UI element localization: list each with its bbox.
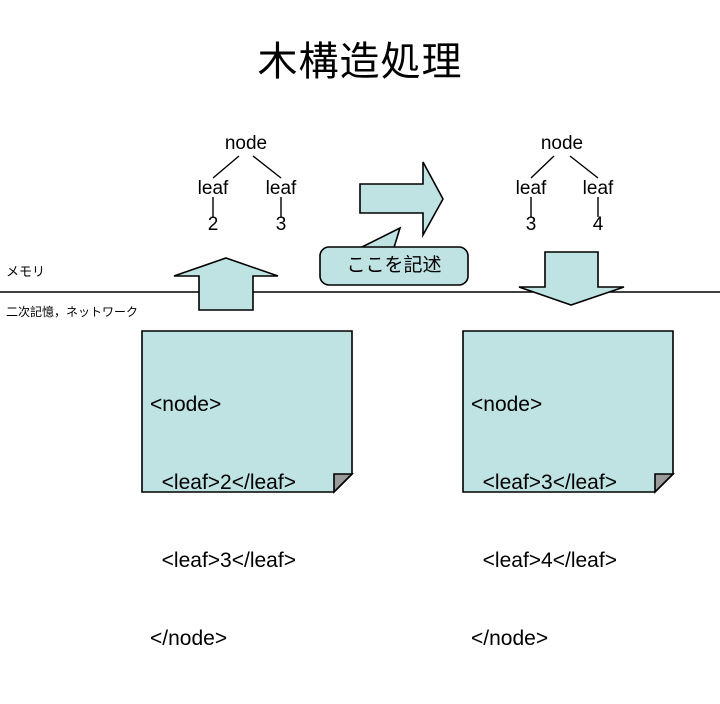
up-arrow-icon: [173, 257, 279, 311]
left-code-box: [141, 330, 354, 494]
memory-layer-label: メモリ: [6, 265, 46, 280]
left-tree-root-label: node: [224, 133, 268, 154]
right-tree-root-label: node: [540, 133, 584, 154]
right-code-line-0: <node>: [471, 393, 543, 416]
storage-layer-label: 二次記憶，ネットワーク: [6, 305, 139, 319]
left-tree-child-1-label: leaf: [265, 178, 297, 199]
callout-bubble: [319, 226, 469, 286]
left-tree-value-0: 2: [207, 214, 219, 235]
right-code-line-1: <leaf>3</leaf>: [471, 471, 617, 494]
left-code-line-1: <leaf>2</leaf>: [150, 471, 296, 494]
down-arrow-icon: [518, 251, 625, 306]
left-code-line-2: <leaf>3</leaf>: [150, 549, 296, 572]
slide-canvas: 木構造処理: [0, 39, 720, 650]
right-tree-child-0-label: leaf: [515, 178, 547, 199]
right-code-text: <node> <leaf>3</leaf> <leaf>4</leaf> </n…: [471, 340, 617, 704]
right-tree-child-1-label: leaf: [582, 178, 614, 199]
left-tree-value-1: 3: [275, 214, 287, 235]
right-code-box: [462, 330, 675, 494]
callout-label: ここを記述: [346, 254, 442, 276]
right-tree-value-0: 3: [525, 214, 537, 235]
left-tree-child-0-label: leaf: [197, 178, 229, 199]
left-code-text: <node> <leaf>2</leaf> <leaf>3</leaf> </n…: [150, 340, 296, 704]
diagram-graphics: [0, 155, 720, 494]
right-code-line-3: </node>: [471, 627, 549, 650]
left-code-line-3: </node>: [150, 627, 228, 650]
right-tree-value-1: 4: [592, 214, 604, 235]
right-tree-connectors: [530, 155, 599, 217]
left-code-line-0: <node>: [150, 393, 222, 416]
right-arrow-icon: [359, 161, 444, 239]
left-tree-connectors: [212, 155, 282, 217]
page-title: 木構造処理: [257, 39, 463, 85]
right-code-line-2: <leaf>4</leaf>: [471, 549, 617, 572]
